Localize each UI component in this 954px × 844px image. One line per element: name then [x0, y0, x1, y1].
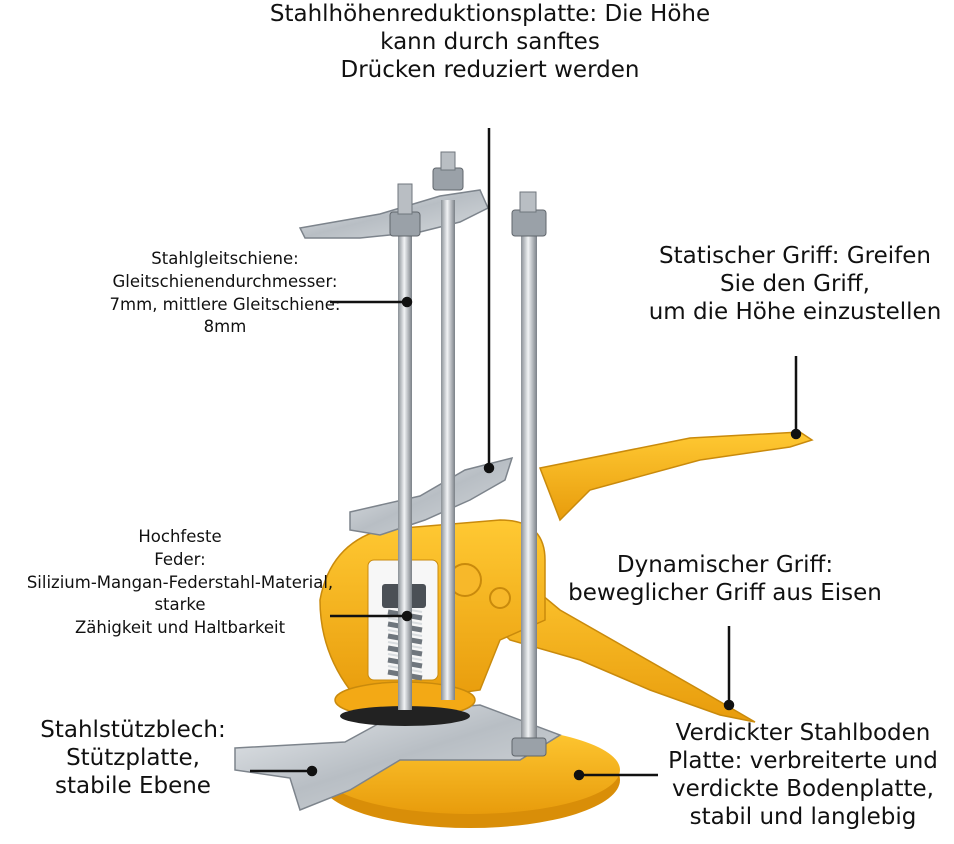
label-line: Stützplatte, [66, 745, 200, 772]
label-line: um die Höhe einzustellen [648, 299, 942, 326]
label-dynamic-grip: Dynamischer Griff: beweglicher Griff aus… [555, 551, 895, 607]
label-line: Feder: [154, 549, 206, 569]
label-line: Stahlgleitschiene: [151, 249, 299, 268]
label-line: stabil und langlebig [689, 804, 917, 831]
label-slide-rail: Stahlgleitschiene: Gleitschienendurchmes… [80, 248, 370, 339]
label-line: stabile Ebene [55, 773, 211, 800]
label-line: Gleitschienendurchmesser: [112, 271, 338, 291]
label-height-reduction-plate: Stahlhöhenreduktionsplatte: Die Höhe kan… [190, 0, 790, 84]
leader-lines [250, 128, 802, 781]
label-line: Platte: verbreiterte und [668, 748, 938, 775]
label-line: 7mm, mittlere Gleitschiene: [109, 294, 341, 314]
label-line: Drücken reduziert werden [340, 57, 640, 84]
label-line: Stahlstützblech: [40, 717, 226, 743]
label-line: beweglicher Griff aus Eisen [568, 580, 882, 607]
slide-rails [398, 200, 537, 750]
top-nuts [389, 151, 547, 757]
label-line: Statischer Griff: Greifen [659, 243, 931, 269]
label-line: Zähigkeit und Haltbarkeit [74, 618, 286, 638]
label-line: kann durch sanftes [380, 29, 600, 56]
label-line: Dynamischer Griff: [616, 552, 834, 578]
label-line: verdickte Bodenplatte, [671, 776, 934, 803]
label-static-grip: Statischer Griff: Greifen Sie den Griff,… [620, 242, 954, 326]
label-line: Stahlhöhenreduktionsplatte: Die Höhe [269, 1, 711, 27]
label-line: 8mm [203, 317, 247, 337]
label-line: Hochfeste [138, 527, 222, 546]
label-line: starke [154, 595, 206, 615]
label-base-plate: Verdickter Stahlboden Platte: verbreiter… [648, 719, 954, 831]
label-spring: Hochfeste Feder: Silizium-Mangan-Federst… [0, 526, 360, 640]
label-line: Sie den Griff, [720, 271, 870, 298]
label-support-plate: Stahlstützblech: Stützplatte, stabile Eb… [18, 716, 248, 800]
static-grip [538, 431, 814, 522]
label-line: Verdickter Stahlboden [675, 720, 931, 746]
label-line: Silizium-Mangan-Federstahl-Material, [26, 572, 334, 592]
